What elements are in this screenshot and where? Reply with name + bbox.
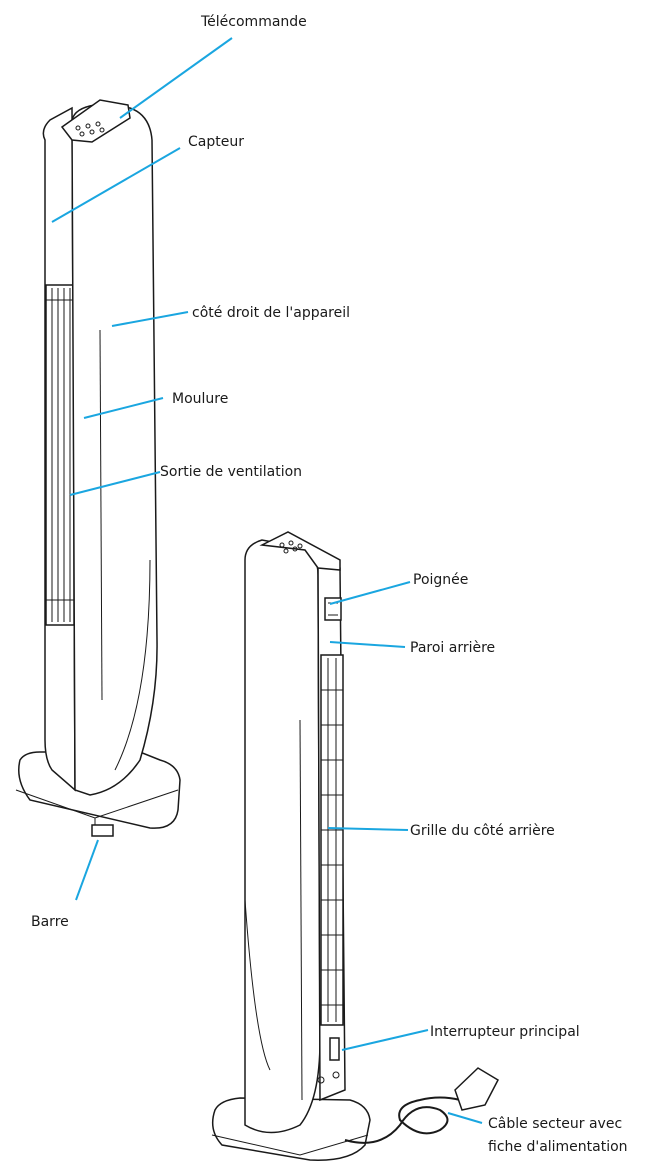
label-rear-grille: Grille du côté arrière (410, 823, 555, 839)
label-power-cable-line2: fiche d'alimentation (488, 1139, 628, 1155)
label-power-cable-line1: Câble secteur avec (488, 1116, 622, 1132)
label-molding: Moulure (172, 391, 228, 407)
front-tower-body (71, 104, 158, 796)
leader-lines (51, 37, 483, 1124)
main-switch (329, 1037, 340, 1061)
label-handle: Poignée (413, 572, 468, 588)
label-sensor: Capteur (188, 134, 244, 150)
label-rear-wall: Paroi arrière (410, 640, 495, 656)
power-cable (344, 1096, 461, 1144)
label-right-side: côté droit de l'appareil (192, 305, 350, 321)
front-tower-top (60, 99, 131, 143)
rear-tower-body (244, 539, 321, 1134)
label-remote: Télécommande (200, 14, 307, 30)
power-plug (454, 1067, 499, 1111)
rear-grille (320, 654, 344, 1026)
label-vent-outlet: Sortie de ventilation (160, 464, 302, 480)
rear-control-buttons (279, 540, 303, 554)
rear-tower-top (259, 531, 341, 571)
rear-tower (211, 531, 499, 1161)
bar-foot (91, 824, 114, 837)
control-buttons (75, 121, 105, 137)
label-bar: Barre (31, 914, 69, 930)
label-main-switch: Interrupteur principal (430, 1024, 580, 1040)
front-tower (15, 99, 181, 837)
